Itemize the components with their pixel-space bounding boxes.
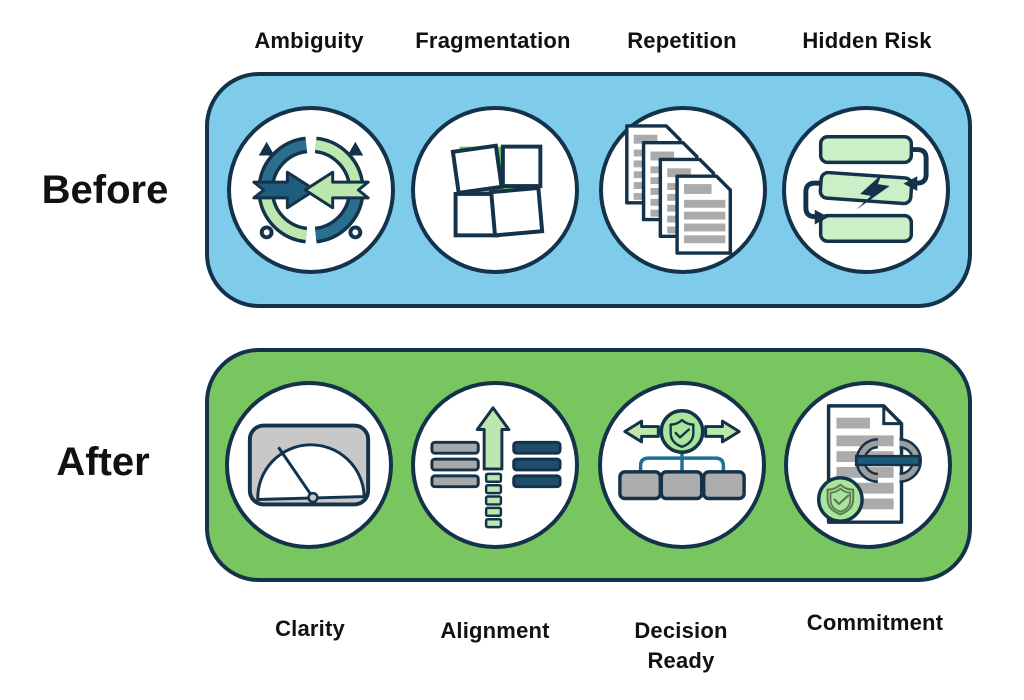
- before-item-label-repetition: Repetition: [627, 28, 737, 53]
- before-band: [205, 72, 972, 308]
- after-item-label-alignment: Alignment: [440, 618, 550, 643]
- bars-up-arrow-icon: [430, 406, 562, 529]
- icon-circle-fragmentation: [411, 106, 579, 274]
- opposing-arrows-dial-icon: [252, 136, 370, 244]
- document-link-shield-icon: [816, 404, 922, 524]
- icon-circle-ambiguity: [227, 106, 395, 274]
- after-item-label-clarity: Clarity: [275, 616, 345, 641]
- after-row-label: After: [56, 440, 150, 484]
- scattered-squares-icon: [450, 143, 545, 238]
- icon-circle-commitment: [784, 381, 952, 549]
- gauge-icon: [247, 423, 371, 507]
- faulty-sequence-lightning-icon: [803, 135, 929, 243]
- hierarchy-shield-arrows-icon: [618, 409, 746, 501]
- before-item-label-ambiguity: Ambiguity: [254, 28, 364, 53]
- after-item-label-decision-ready: Decision Ready: [634, 618, 728, 673]
- icon-circle-decision-ready: [598, 381, 766, 549]
- before-item-label-fragmentation: Fragmentation: [415, 28, 571, 53]
- before-item-label-hidden-risk: Hidden Risk: [802, 28, 932, 53]
- after-item-label-commitment: Commitment: [806, 610, 944, 635]
- icon-circle-hidden-risk: [782, 106, 950, 274]
- stacked-documents-icon: [625, 124, 733, 255]
- icon-circle-repetition: [599, 106, 767, 274]
- icon-circle-clarity: [225, 381, 393, 549]
- before-row-label: Before: [41, 168, 169, 212]
- icon-circle-alignment: [411, 381, 579, 549]
- after-band: [205, 348, 972, 582]
